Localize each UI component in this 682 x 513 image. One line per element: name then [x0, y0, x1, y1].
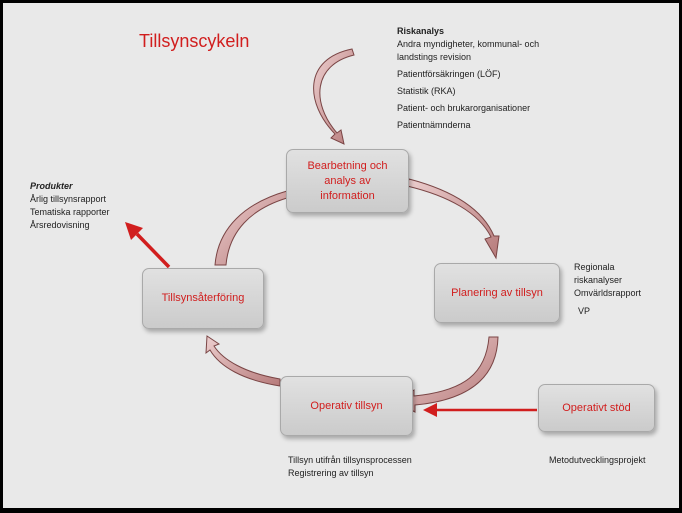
produkter-list: Produkter Årlig tillsynsrapport Tematisk…	[30, 180, 110, 232]
planering-note-item: riskanalyser	[574, 275, 623, 285]
page-title: Tillsynscykeln	[139, 31, 250, 51]
box-operativt-stod-label: Operativt stöd	[562, 401, 631, 414]
box-operativt-stod: Operativt stöd	[538, 384, 655, 432]
riskanalys-heading: Riskanalys	[397, 26, 445, 36]
operativ-note-item: Tillsyn utifrån tillsynsprocessen	[288, 455, 412, 465]
stod-note: Metodutvecklingsprojekt	[549, 454, 646, 467]
riskanalys-item: landstings revision	[397, 52, 472, 62]
riskanalys-arrow	[313, 48, 355, 145]
riskanalys-item: Andra myndigheter, kommunal- och	[397, 39, 540, 49]
produkter-heading: Produkter	[30, 181, 73, 191]
planering-notes: Regionala riskanalyser Omvärldsrapport V…	[574, 261, 641, 318]
box-operativ-tillsyn-label: Operativ tillsyn	[310, 399, 383, 412]
riskanalys-item: Patientnämnderna	[397, 120, 471, 130]
planering-note-item: Regionala	[574, 262, 615, 272]
box-bearbetning-label: Bearbetning och analys av information	[307, 159, 388, 202]
arrow-operativ-to-aterforing	[205, 335, 281, 387]
riskanalys-list: Riskanalys Andra myndigheter, kommunal- …	[397, 25, 539, 132]
box-aterforing: Tillsynsåterföring	[142, 268, 264, 329]
arrow-to-produkter	[125, 222, 171, 269]
box-planering-label: Planering av tillsyn	[451, 286, 543, 299]
riskanalys-item: Patient- och brukarorganisationer	[397, 103, 531, 113]
box-planering: Planering av tillsyn	[434, 263, 560, 323]
riskanalys-item: Statistik (RKA)	[397, 86, 456, 96]
planering-note-item: Omvärldsrapport	[574, 288, 642, 298]
arrow-aterforing-to-bearbetning	[214, 190, 288, 266]
produkter-item: Tematiska rapporter	[30, 207, 110, 217]
arrow-bearbetning-to-planering	[406, 178, 500, 260]
planering-note-item: VP	[578, 306, 591, 316]
produkter-item: Årlig tillsynsrapport	[30, 194, 107, 204]
arrow-stod-to-operativ	[423, 403, 537, 417]
produkter-item: Årsredovisning	[30, 220, 90, 230]
box-bearbetning: Bearbetning och analys av information	[286, 149, 409, 213]
box-aterforing-label: Tillsynsåterföring	[161, 292, 245, 304]
slide: Tillsynscykeln Bearbetning och analys av…	[3, 3, 679, 508]
operativ-notes: Tillsyn utifrån tillsynsprocessen Regist…	[288, 454, 412, 480]
stod-note-text: Metodutvecklingsprojekt	[549, 455, 646, 465]
box-operativ-tillsyn: Operativ tillsyn	[280, 376, 413, 436]
operativ-note-item: Registrering av tillsyn	[288, 468, 374, 478]
riskanalys-item: Patientförsäkringen (LÖF)	[397, 69, 501, 79]
